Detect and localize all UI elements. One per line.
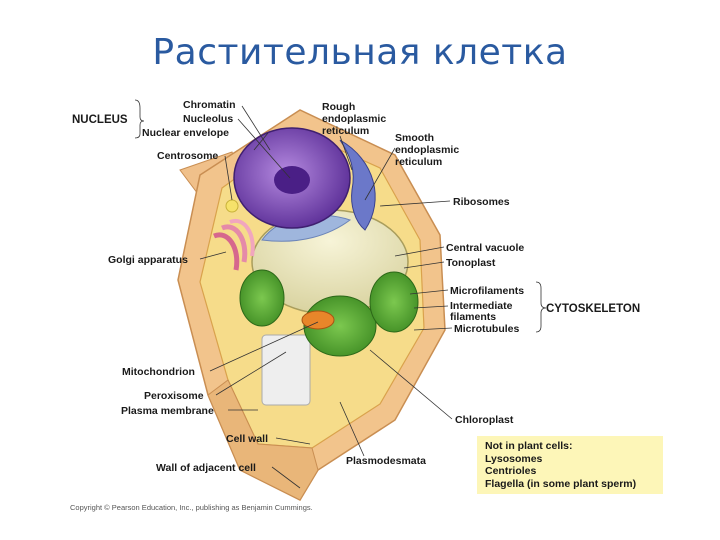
label-microtubules: Microtubules [454, 323, 519, 335]
label-centrosome: Centrosome [157, 150, 218, 162]
label-intermediate-2: filaments [450, 311, 496, 323]
note-item: Flagella (in some plant sperm) [485, 477, 637, 490]
golgi-shape [213, 218, 255, 271]
label-mitochondrion: Mitochondrion [122, 366, 195, 378]
chloroplast-left-shape [239, 269, 285, 327]
label-peroxisome: Peroxisome [144, 390, 204, 402]
label-rough-er-2: endoplasmic [322, 113, 386, 125]
nucleolus-shape [274, 166, 310, 194]
label-smooth-er-3: reticulum [395, 156, 442, 168]
note-item: Centrioles [485, 465, 537, 477]
label-chloroplast: Chloroplast [455, 414, 514, 426]
label-cell-wall: Cell wall [226, 433, 268, 445]
label-intermediate-1: Intermediate [450, 300, 513, 312]
label-central-vacuole: Central vacuole [446, 242, 524, 254]
label-rough-er-1: Rough [322, 101, 355, 113]
note-item: Lysosomes [485, 452, 543, 465]
copyright-line: Copyright © Pearson Education, Inc., pub… [70, 503, 313, 512]
label-cytoskeleton: CYTOSKELETON [546, 303, 640, 315]
not-in-plant-cells-note: Not in plant cells: Lysosomes Centrioles… [477, 436, 663, 494]
chloroplast-right-shape [369, 271, 419, 333]
label-plasmodesmata: Plasmodesmata [346, 455, 426, 467]
label-nucleus: NUCLEUS [72, 114, 128, 126]
label-smooth-er-2: endoplasmic [395, 144, 459, 156]
label-plasma-membrane: Plasma membrane [121, 405, 214, 417]
label-nuclear-envelope: Nuclear envelope [142, 127, 229, 139]
centrosome-shape [225, 199, 239, 213]
slide-title: Растительная клетка [152, 32, 568, 73]
rough-er-shape [339, 139, 376, 231]
label-adjacent-wall: Wall of adjacent cell [156, 462, 256, 474]
label-microfilaments: Microfilaments [450, 285, 524, 297]
cell-illustration [177, 109, 446, 501]
leader-lines [134, 99, 547, 489]
label-tonoplast: Tonoplast [446, 257, 496, 269]
labels: NUCLEUS Chromatin Nucleolus Nuclear enve… [72, 99, 640, 474]
label-chromatin: Chromatin [183, 99, 236, 111]
peroxisome-block [261, 334, 311, 406]
note-heading: Not in plant cells: [485, 440, 573, 452]
label-nucleolus: Nucleolus [183, 113, 233, 125]
label-ribosomes: Ribosomes [453, 196, 510, 208]
label-golgi: Golgi apparatus [108, 254, 188, 266]
mitochondrion-shape [301, 310, 335, 330]
label-smooth-er-1: Smooth [395, 132, 434, 144]
label-rough-er-3: reticulum [322, 125, 369, 137]
